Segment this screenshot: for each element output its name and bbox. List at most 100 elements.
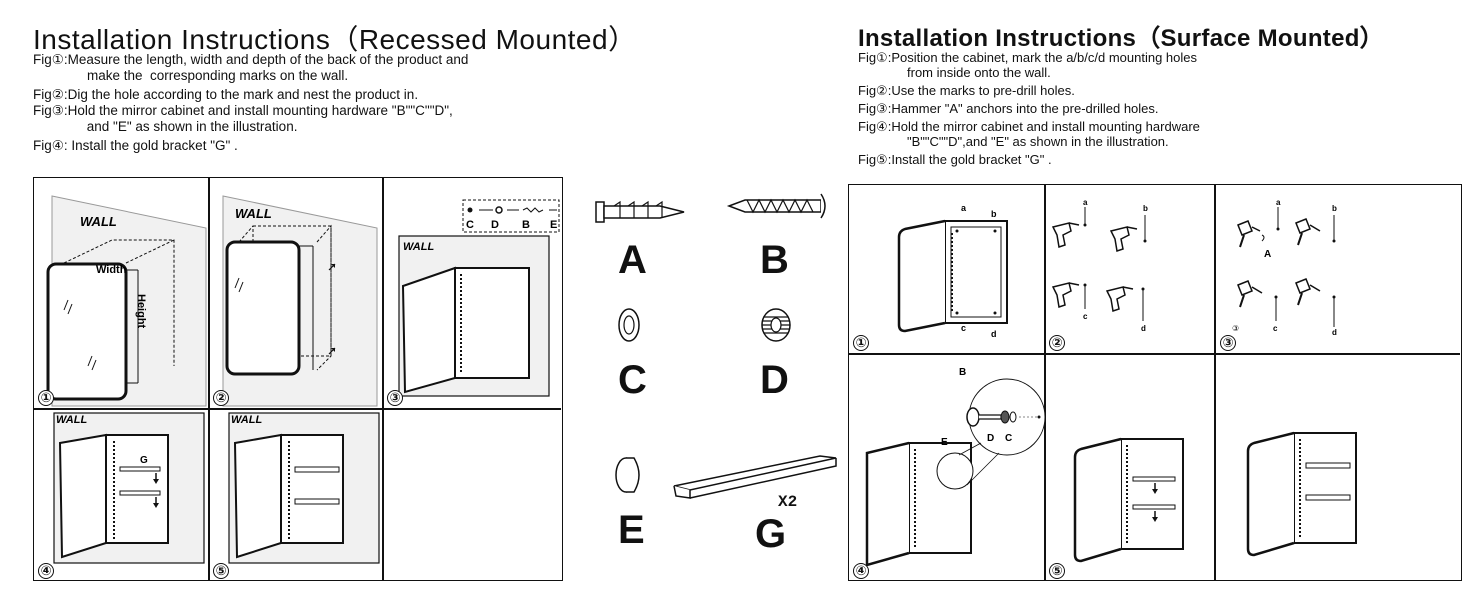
bracket-label: G — [140, 455, 148, 466]
recessed-panel-3-illustration: C D B E WALL — [398, 199, 560, 397]
anchor-label: A — [1264, 249, 1271, 260]
surface-panel-3-illustration: a b c d A ③ — [1232, 198, 1337, 337]
recessed-step-3: Fig③:Hold the mirror cabinet and install… — [33, 103, 468, 135]
recessed-panel-2-illustration: WALL — [222, 195, 378, 407]
hammer-icon — [1237, 220, 1261, 248]
step-text: make the corresponding marks on the wall… — [87, 68, 349, 83]
surface-step-2: Fig②:Use the marks to pre-drill holes. — [858, 83, 1200, 98]
figure-number: ① — [38, 390, 54, 406]
hole-mark: a — [961, 203, 967, 213]
recessed-panel-3: C D B E WALL ③ — [383, 178, 562, 408]
anchor-icon — [595, 200, 685, 223]
hole-mark: d — [1141, 324, 1146, 333]
spring-washer-icon — [761, 308, 791, 342]
step-label: Fig⑤: — [858, 152, 892, 167]
hammer-icon — [1295, 278, 1321, 306]
hardware-list: A B C D E X2 G — [585, 180, 840, 580]
step-text: Hold the mirror cabinet and install moun… — [891, 119, 1200, 134]
recessed-panel-4-illustration: WALL G — [53, 412, 205, 564]
surface-panel-4-illustration: B E D C — [865, 367, 1046, 567]
recessed-step-4: Fig④: Install the gold bracket "G" . — [33, 138, 468, 154]
part-label: B — [959, 367, 966, 378]
surface-step-1: Fig①:Position the cabinet, mark the a/b/… — [858, 50, 1200, 80]
surface-step-3: Fig③:Hammer "A" anchors into the pre-dri… — [858, 101, 1200, 116]
part-label: C — [466, 219, 474, 231]
width-label: Width — [96, 264, 127, 276]
step-label: Fig③: — [33, 103, 68, 118]
recessed-figure-grid: WALL Width Height ① WALL — [33, 177, 563, 581]
figure-number: ② — [1049, 335, 1065, 351]
bracket-quantity: X2 — [778, 493, 798, 511]
surface-panel-2: a b c d ② — [1045, 185, 1214, 353]
part-label: E — [550, 219, 557, 231]
surface-title: Installation Instructions（Surface Mounte… — [858, 25, 1384, 52]
hole-mark: b — [991, 209, 997, 219]
drill-icon — [1051, 222, 1080, 248]
recessed-title: Installation Instructions（Recessed Mount… — [33, 24, 637, 55]
recessed-panel-5: WALL ⑤ — [209, 409, 382, 581]
height-label: Height — [135, 294, 147, 329]
grid-divider — [208, 178, 210, 580]
figure-number: ④ — [853, 563, 869, 579]
surface-panel-1: a b c d ① — [849, 185, 1044, 353]
figure-number: ⑤ — [213, 563, 229, 579]
step-text: Position the cabinet, mark the a/b/c/d m… — [891, 50, 1198, 65]
cap-icon — [615, 457, 640, 493]
surface-step-4: Fig④:Hold the mirror cabinet and install… — [858, 119, 1200, 149]
step-text: Measure the length, width and depth of t… — [67, 52, 469, 67]
surface-panel-4: B E D C ④ — [849, 355, 1046, 580]
hammer-icon — [1295, 218, 1321, 246]
recessed-steps: Fig①:Measure the length, width and depth… — [33, 52, 468, 154]
recessed-step-1: Fig①:Measure the length, width and depth… — [33, 52, 468, 84]
surface-panel-6 — [1216, 355, 1461, 580]
hole-mark: a — [1276, 198, 1281, 207]
figure-number: ③ — [387, 390, 403, 406]
figure-number: ① — [853, 335, 869, 351]
drill-icon — [1105, 286, 1134, 312]
part-label: C — [1005, 433, 1012, 444]
recessed-panel-2: WALL ② — [209, 178, 382, 408]
recessed-panel-4: WALL G ④ — [34, 409, 208, 581]
part-label: D — [987, 433, 994, 444]
figure-number: ④ — [38, 563, 54, 579]
step-text: from inside onto the wall. — [907, 65, 1051, 80]
step-text: Hold the mirror cabinet and install moun… — [67, 103, 453, 118]
part-label: B — [522, 219, 530, 231]
step-text: "B""C""D",and "E" as shown in the illust… — [907, 134, 1169, 149]
surface-panel-6-illustration — [1246, 431, 1357, 557]
step-label: Fig③: — [858, 101, 892, 116]
step-label: Fig②: — [858, 83, 892, 98]
surface-panel-1-illustration: a b c d — [897, 203, 1008, 339]
part-label: E — [941, 437, 948, 448]
hole-mark: b — [1332, 204, 1337, 213]
recessed-panel-5-illustration: WALL — [228, 412, 380, 564]
wall-label: WALL — [235, 206, 272, 221]
wall-label: WALL — [80, 214, 117, 229]
wall-label: WALL — [56, 414, 87, 426]
hardware-letter-c: C — [618, 358, 647, 402]
step-text: Hammer "A" anchors into the pre-drilled … — [891, 101, 1159, 116]
surface-panel-3: a b c d A ③ ③ — [1216, 185, 1461, 353]
figure-number: ② — [213, 390, 229, 406]
hole-mark: c — [961, 323, 966, 333]
surface-panel-5: ⑤ — [1045, 355, 1214, 580]
surface-panel-5-illustration — [1073, 437, 1184, 563]
part-label: D — [491, 219, 499, 231]
screw-icon — [726, 193, 826, 219]
step-label: Fig②: — [33, 87, 68, 102]
step-text: and "E" as shown in the illustration. — [83, 119, 298, 134]
figure-number: ③ — [1220, 335, 1236, 351]
recessed-panel-1-illustration: WALL Width Height — [46, 195, 207, 407]
step-text: Use the marks to pre-drill holes. — [891, 83, 1075, 98]
wall-label: WALL — [231, 414, 262, 426]
hole-mark: c — [1083, 312, 1088, 321]
hardware-letter-e: E — [618, 508, 645, 552]
step-text: Install the gold bracket "G" . — [67, 138, 238, 153]
drill-icon — [1051, 282, 1080, 308]
grid-divider — [382, 178, 384, 580]
hardware-letter-b: B — [760, 238, 789, 282]
surface-panel-2-illustration: a b c d — [1051, 198, 1148, 333]
drill-icon — [1109, 226, 1138, 252]
small-figure-number: ③ — [1232, 324, 1239, 333]
step-label: Fig④: — [33, 138, 68, 153]
